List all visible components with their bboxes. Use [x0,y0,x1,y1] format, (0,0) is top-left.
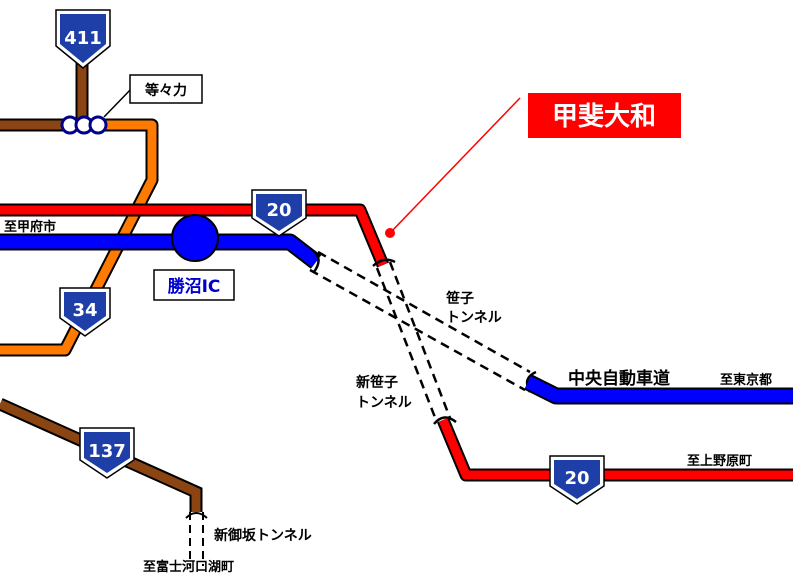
shin-sasago-tunnel-line [372,258,457,425]
todoroki-label: 等々力 [145,82,187,99]
sasago-tunnel-label-1: 笹子 [445,290,474,307]
to-kofu-label: 至甲府市 [4,219,56,235]
chuo-expressway-east [524,374,793,405]
sasago-tunnel-label-2: トンネル [446,310,502,326]
route-20-top-shield: 20 [251,189,307,237]
katsunuma-ic-marker [171,214,219,262]
route-20-top-number: 20 [266,200,291,221]
route-34-shield: 34 [59,287,111,337]
katsunuma-ic-label: 勝沼IC [168,276,221,297]
to-tokyo-label: 至東京都 [720,372,772,388]
to-fujikawaguchiko-label: 至富士河口湖町 [143,559,234,575]
todoroki-leader [103,87,133,118]
shin-misaka-tunnel-line [185,512,208,566]
title-text: 甲斐大和 [552,102,656,132]
chuo-expressway-label: 中央自動車道 [568,368,670,389]
route-20-top-road [0,203,389,268]
shin-sasago-label-2: トンネル [356,395,412,411]
shin-misaka-tunnel-label: 新御坂トンネル [214,527,312,544]
route-137-number: 137 [88,441,126,462]
kai-yamato-point [385,228,395,238]
to-uenohara-label: 至上野原町 [687,454,752,469]
route-20-bottom-road [437,417,793,482]
route-411-shield: 411 [55,9,111,69]
title-leader [389,97,521,234]
route-34-road [0,118,159,357]
todoroki-box [129,74,203,104]
shin-sasago-label-1: 新笹子 [356,374,398,391]
route-411-number: 411 [64,28,102,49]
route-20-bottom-number: 20 [564,468,589,489]
title-box [528,93,681,138]
route-137-road [0,398,203,512]
katsunuma-ic-box [153,269,235,301]
todoroki-junction [60,115,108,135]
route-137-shield: 137 [79,427,135,479]
sasago-tunnel-line [309,248,537,393]
route-34-number: 34 [72,300,97,321]
chuo-expressway-west [0,233,322,269]
route-20-bottom-shield: 20 [549,455,605,505]
